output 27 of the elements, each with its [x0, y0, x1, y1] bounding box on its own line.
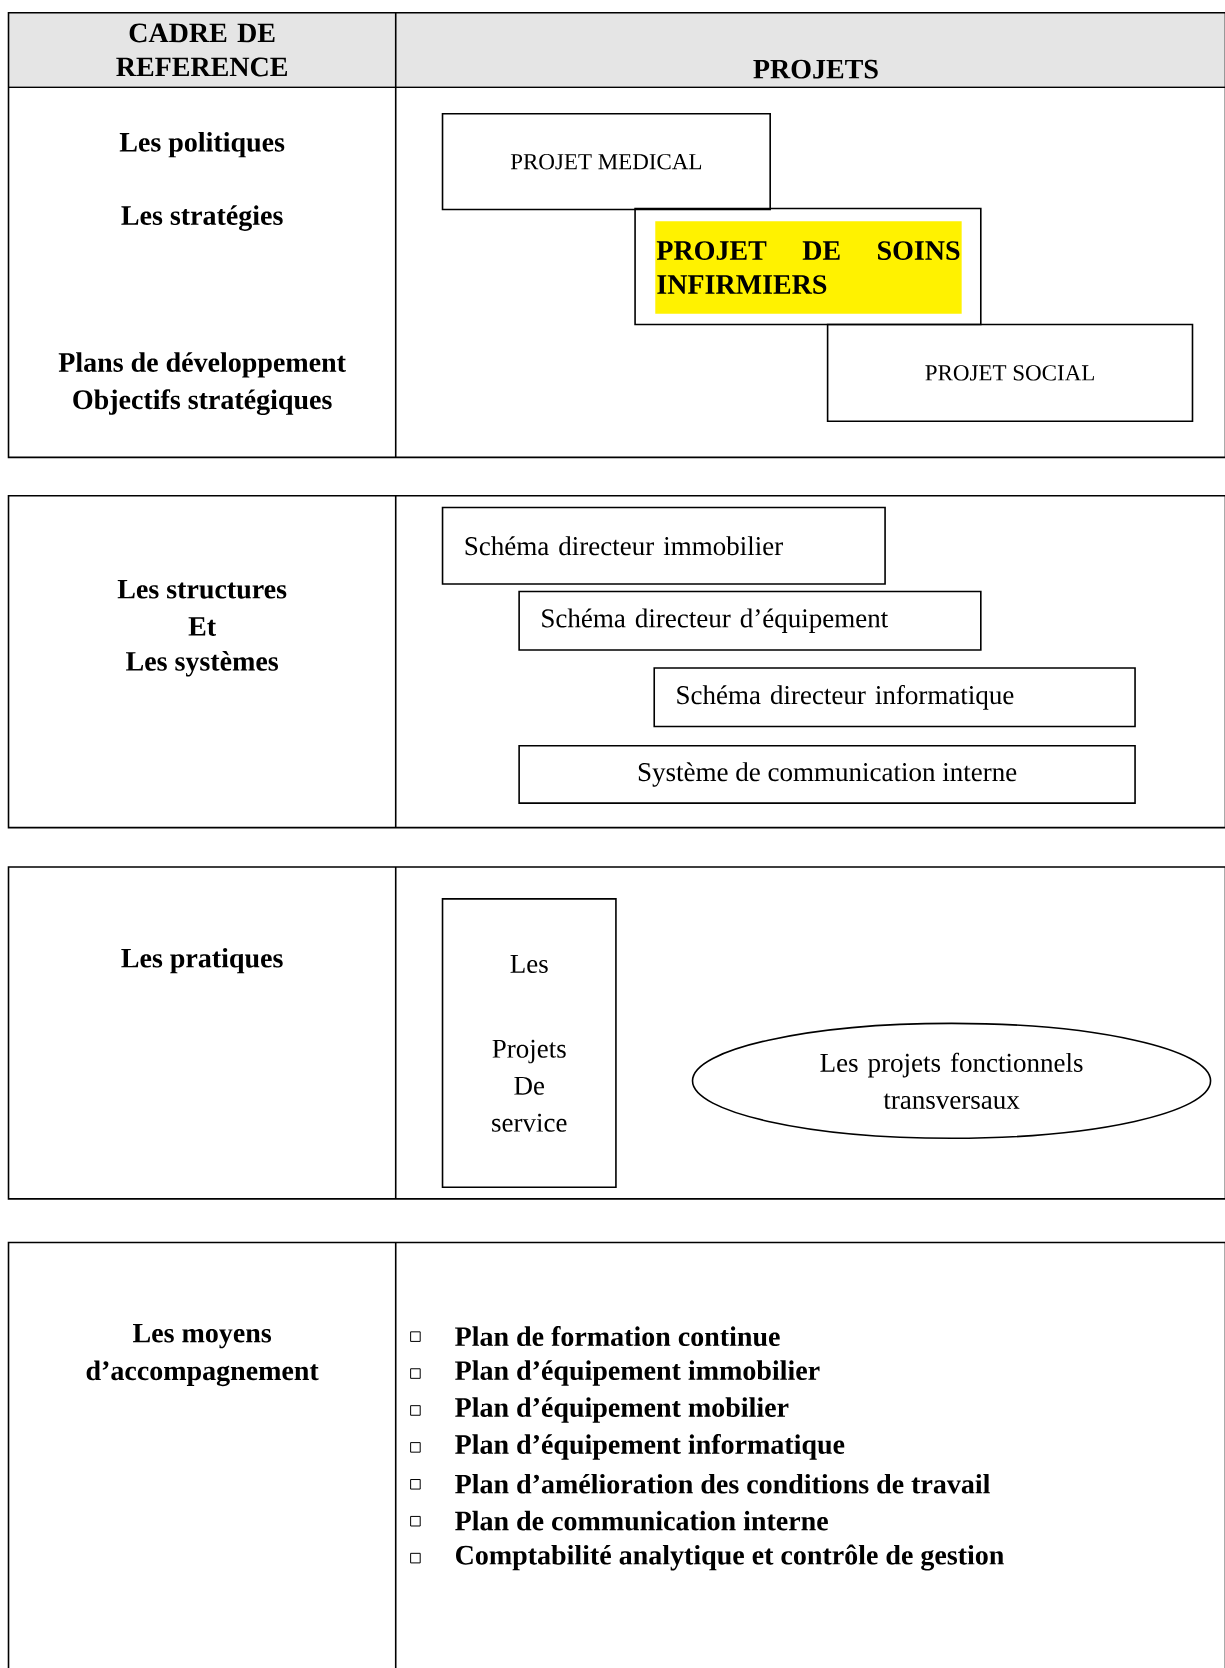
list-item: Plan de formation continue [454, 1326, 780, 1347]
list-item: Plan de communication interne [454, 1510, 828, 1531]
plan-box: Schéma directeur d’équipement [518, 590, 982, 651]
row-heading: Et [188, 617, 216, 636]
column-header: CADRE DE REFERENCE [116, 23, 287, 77]
row-heading: Les politiques [119, 131, 285, 158]
project-box: PROJET SOCIAL [826, 323, 1194, 423]
row-heading: Plans de développement [58, 352, 346, 378]
row-heading: Les pratiques [121, 947, 283, 974]
plan-box: Schéma directeur informatique [653, 667, 1136, 728]
row-heading: Les moyens [132, 1323, 271, 1349]
list-item: Plan d’amélioration des conditions de travail [454, 1473, 990, 1494]
row-heading: Les stratégies [121, 205, 283, 231]
list-item: Plan d’équipement immobilier [454, 1360, 820, 1386]
plan-box: Schéma directeur immobilier [441, 506, 886, 585]
row-heading: Les systèmes [125, 651, 278, 677]
list-item: Comptabilité analytique et contrôle de gestion [455, 1544, 1004, 1571]
row-heading: Objectifs stratégiques [73, 389, 332, 416]
row-heading: Les structures [117, 580, 287, 599]
project-box: PROJET MEDICAL [441, 113, 771, 211]
list-item: Plan d’équipement informatique [454, 1434, 845, 1460]
project-box: PROJET DE SOINS INFIRMIERS [634, 207, 982, 326]
column-header: PROJETS [753, 59, 878, 79]
row-heading: d’accompagnement [86, 1360, 319, 1387]
project-box: Les Projets De service [441, 898, 617, 1188]
list-item: Plan d’équipement mobilier [454, 1397, 789, 1423]
project-box: Système de communication interne [518, 744, 1136, 804]
